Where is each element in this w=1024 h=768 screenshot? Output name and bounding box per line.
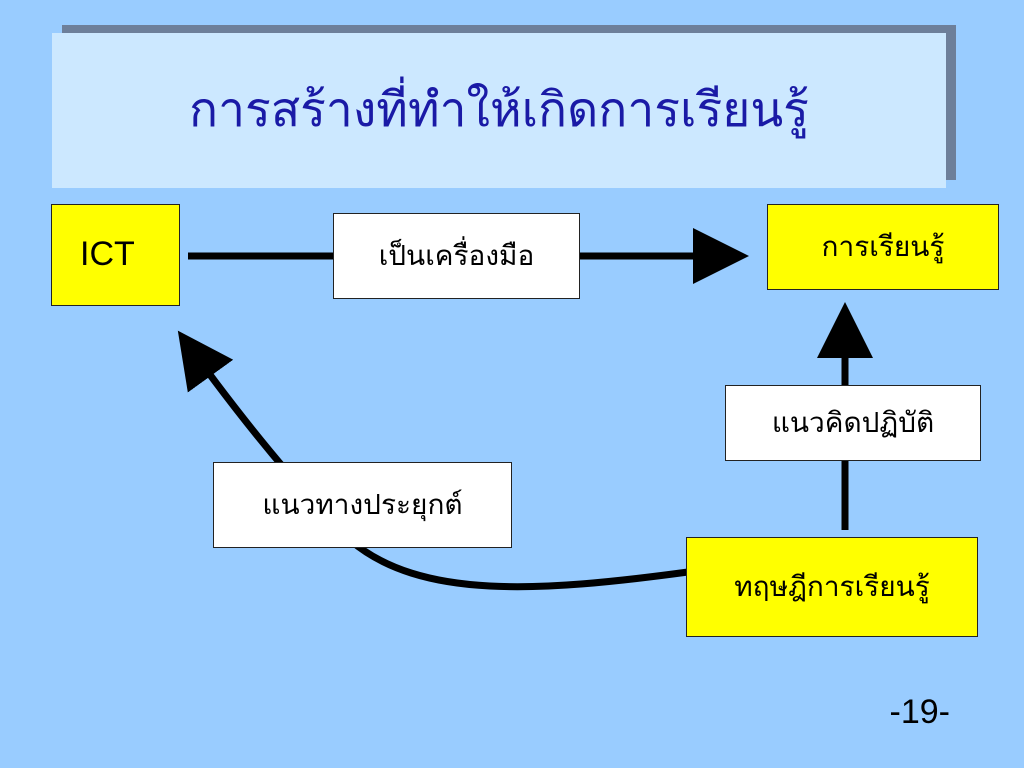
node-concept: แนวคิดปฏิบัติ — [725, 385, 981, 461]
page-number: -19- — [889, 693, 950, 731]
node-concept-label: แนวคิดปฏิบัติ — [771, 406, 935, 439]
node-learning-label: การเรียนรู้ — [821, 230, 945, 263]
node-ict-label: ICT — [80, 235, 135, 273]
node-application-label: แนวทางประยุกต์ — [262, 488, 463, 521]
node-application: แนวทางประยุกต์ — [213, 462, 512, 548]
node-ict: ICT — [51, 204, 180, 306]
title-banner: การสร้างที่ทำให้เกิดการเรียนรู้ — [52, 33, 946, 188]
slide-title: การสร้างที่ทำให้เกิดการเรียนรู้ — [189, 81, 809, 138]
node-learning: การเรียนรู้ — [767, 204, 999, 290]
node-theory: ทฤษฎีการเรียนรู้ — [686, 537, 978, 637]
node-tool-label: เป็นเครื่องมือ — [378, 239, 535, 272]
node-tool: เป็นเครื่องมือ — [333, 213, 580, 299]
node-theory-label: ทฤษฎีการเรียนรู้ — [734, 570, 930, 603]
